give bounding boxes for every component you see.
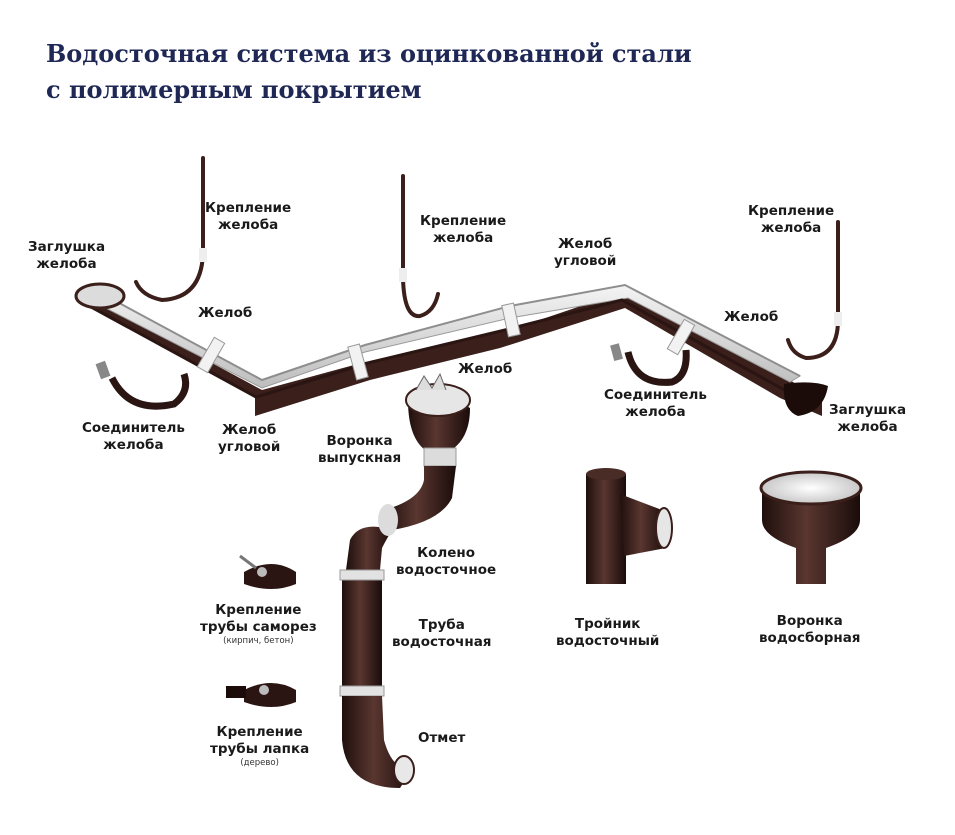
label-bracket-right-line2: желоба bbox=[760, 220, 822, 236]
title-line-1: Водосточная система из оцинкованной стал… bbox=[46, 39, 692, 68]
label-connector-left-line1: Соединитель bbox=[82, 420, 185, 436]
end-cap-left bbox=[74, 282, 126, 310]
title-line-2: с полимерным покрытием bbox=[46, 75, 422, 104]
drain-pipe bbox=[339, 569, 385, 697]
gutter-outer bbox=[80, 290, 822, 416]
label-corner-top-line2: угловой bbox=[554, 253, 617, 269]
label-bracket-left-line1: Крепление bbox=[205, 200, 292, 216]
label-pipe-clamp-screw: Крепление трубы саморез (кирпич, бетон) bbox=[200, 602, 317, 647]
label-outlet: Отмет bbox=[418, 730, 466, 746]
drain-outlet bbox=[342, 696, 415, 788]
label-bracket-mid-line2: желоба bbox=[432, 230, 494, 246]
label-corner-bottom: Желоб угловой bbox=[218, 422, 280, 456]
label-pipe-clamp-screw-line2: трубы саморез bbox=[200, 619, 317, 635]
label-end-cap-left-line1: Заглушка bbox=[28, 239, 106, 255]
label-corner-top-line1: Желоб bbox=[558, 236, 613, 252]
label-end-cap-right: Заглушка желоба bbox=[829, 402, 906, 436]
label-connector-left: Соединитель желоба bbox=[82, 420, 185, 454]
label-gutter-left: Желоб bbox=[198, 305, 253, 321]
label-pipe-clamp-screw-note: (кирпич, бетон) bbox=[223, 636, 294, 646]
label-elbow: Колено водосточное bbox=[396, 545, 496, 579]
gutter-joint-1 bbox=[196, 336, 226, 374]
label-end-cap-left: Заглушка желоба bbox=[28, 239, 105, 273]
end-cap-right bbox=[783, 382, 828, 416]
label-corner-bottom-line2: угловой bbox=[218, 439, 281, 455]
gutter-joint-4 bbox=[666, 318, 696, 356]
label-bracket-left-line2: желоба bbox=[217, 217, 279, 233]
outlet-funnel bbox=[405, 372, 471, 467]
gutter-run bbox=[74, 282, 828, 416]
label-connector-right-line1: Соединитель bbox=[604, 387, 707, 403]
gutter-rim bbox=[94, 283, 801, 382]
label-outlet-funnel-line1: Воронка bbox=[326, 433, 393, 449]
label-bracket-right-line1: Крепление bbox=[748, 203, 835, 219]
label-gutter-mid: Желоб bbox=[458, 361, 513, 377]
label-corner-bottom-line1: Желоб bbox=[222, 422, 277, 438]
bracket-right bbox=[786, 220, 842, 361]
drain-elbow bbox=[346, 466, 456, 570]
label-collector-funnel: Воронка водосборная bbox=[759, 613, 860, 647]
label-gutter-right: Желоб bbox=[724, 309, 779, 325]
pipe-clamp-screw bbox=[239, 554, 296, 589]
label-pipe-line2: водосточная bbox=[392, 634, 492, 650]
label-end-cap-right-line1: Заглушка bbox=[829, 402, 907, 418]
label-connector-left-line2: желоба bbox=[103, 437, 164, 453]
label-tee-line2: водосточный bbox=[556, 633, 660, 649]
label-collector-funnel-line1: Воронка bbox=[776, 613, 843, 629]
label-end-cap-right-line2: желоба bbox=[837, 419, 898, 435]
label-collector-funnel-line2: водосборная bbox=[759, 630, 861, 646]
gutter-joint-3 bbox=[501, 302, 521, 338]
label-elbow-line1: Колено bbox=[417, 545, 476, 561]
label-pipe-clamp-paw-line1: Крепление bbox=[216, 724, 303, 740]
bracket-mid bbox=[399, 174, 440, 319]
label-pipe-clamp-paw-line2: трубы лапка bbox=[210, 741, 310, 757]
label-tee-line1: Тройник bbox=[574, 616, 641, 632]
label-pipe-line1: Труба bbox=[418, 617, 465, 633]
label-bracket-mid-line1: Крепление bbox=[420, 213, 507, 229]
label-outlet-funnel-line2: выпускная bbox=[318, 450, 402, 466]
gutter-joint-2 bbox=[347, 343, 369, 381]
label-bracket-mid: Крепление желоба bbox=[420, 213, 506, 247]
label-pipe-clamp-screw-line1: Крепление bbox=[215, 602, 302, 618]
pipe-clamp-paw bbox=[226, 683, 296, 707]
label-connector-right: Соединитель желоба bbox=[604, 387, 707, 421]
label-bracket-left: Крепление желоба bbox=[205, 200, 291, 234]
connector-right bbox=[610, 343, 690, 386]
drain-tee bbox=[586, 468, 673, 584]
label-tee: Тройник водосточный bbox=[556, 616, 659, 650]
label-elbow-line2: водосточное bbox=[396, 562, 497, 578]
label-end-cap-left-line2: желоба bbox=[36, 256, 97, 272]
connector-left bbox=[95, 360, 190, 410]
label-connector-right-line2: желоба bbox=[625, 404, 686, 420]
page-title: Водосточная система из оцинкованной стал… bbox=[46, 36, 692, 108]
bracket-left bbox=[134, 156, 207, 303]
label-outlet-funnel: Воронка выпускная bbox=[318, 433, 401, 467]
label-corner-top: Желоб угловой bbox=[554, 236, 616, 270]
label-pipe-clamp-paw: Крепление трубы лапка (дерево) bbox=[210, 724, 309, 769]
label-pipe: Труба водосточная bbox=[392, 617, 491, 651]
collector-funnel bbox=[759, 470, 863, 584]
label-bracket-right: Крепление желоба bbox=[748, 203, 834, 237]
label-pipe-clamp-paw-note: (дерево) bbox=[240, 758, 279, 768]
